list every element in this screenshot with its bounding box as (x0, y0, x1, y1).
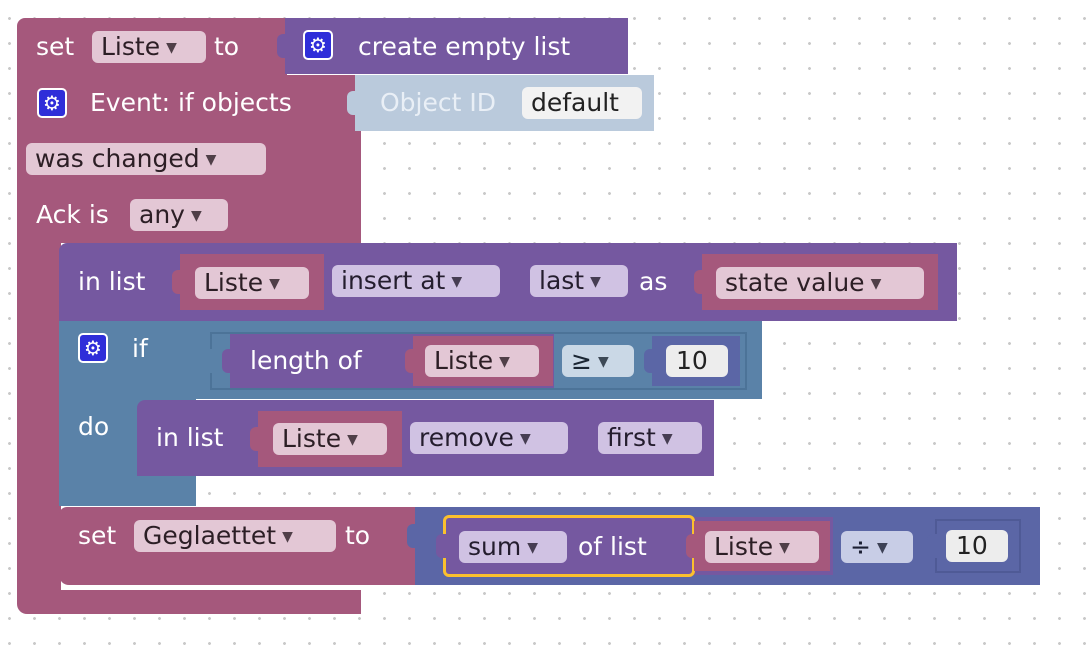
variable-dropdown-liste[interactable]: Liste ▼ (92, 31, 206, 63)
insert-mode-label: insert at (341, 266, 446, 295)
object-id-field[interactable]: default (522, 87, 642, 119)
to-keyword: to (345, 521, 371, 550)
input-connector (250, 427, 260, 451)
dropdown-arrow-icon: ▼ (499, 354, 510, 370)
object-id-label: Object ID (380, 88, 496, 117)
remove-position-label: first (607, 423, 656, 452)
gear-icon[interactable]: ⚙ (303, 30, 333, 60)
variable-dropdown-liste[interactable]: Liste ▼ (705, 531, 819, 563)
compare-operator-dropdown[interactable]: ≥▼ (562, 345, 634, 377)
in-list-keyword: in list (78, 267, 146, 296)
variable-dropdown-label: Geglaettet (143, 521, 277, 550)
remove-position-dropdown[interactable]: first ▼ (598, 422, 702, 454)
state-value-dropdown[interactable]: state value ▼ (716, 267, 924, 299)
ack-dropdown[interactable]: any ▼ (130, 199, 228, 231)
input-connector (172, 270, 182, 294)
variable-dropdown-liste[interactable]: Liste ▼ (195, 267, 309, 299)
input-connector (436, 534, 446, 558)
insert-position-dropdown[interactable]: last ▼ (530, 265, 628, 297)
insert-mode-dropdown[interactable]: insert at ▼ (332, 265, 500, 297)
input-connector (686, 534, 696, 558)
set-keyword: set (36, 32, 75, 61)
input-connector (277, 34, 287, 58)
in-list-keyword: in list (156, 423, 224, 452)
insert-position-label: last (539, 266, 585, 295)
dropdown-arrow-icon: ▼ (661, 431, 673, 447)
dropdown-arrow-icon: ▼ (205, 152, 217, 168)
input-connector (202, 349, 212, 373)
dropdown-arrow-icon: ▼ (870, 276, 882, 292)
do-keyword: do (78, 412, 110, 441)
set-keyword: set (78, 521, 117, 550)
event-block-left-arm (17, 243, 61, 593)
to-keyword: to (214, 32, 240, 61)
dropdown-arrow-icon: ▼ (527, 540, 539, 556)
divisor-number-field[interactable]: 10 (946, 530, 1008, 562)
condition-dropdown-label: was changed (35, 144, 200, 173)
length-of-label: length of (250, 346, 362, 375)
create-empty-list-label: create empty list (358, 32, 571, 61)
ack-label: Ack is (36, 200, 109, 229)
event-label: Event: if objects (90, 88, 292, 117)
dropdown-arrow-icon: ▼ (779, 540, 790, 556)
math-operator-label: ÷ (850, 532, 871, 561)
ack-dropdown-label: any (139, 200, 185, 229)
dropdown-arrow-icon: ▼ (166, 40, 177, 56)
variable-dropdown-liste[interactable]: Liste ▼ (273, 423, 387, 455)
remove-mode-dropdown[interactable]: remove ▼ (410, 422, 568, 454)
input-connector (405, 349, 415, 373)
variable-dropdown-label: Liste (434, 346, 494, 375)
create-empty-list-block[interactable] (285, 18, 628, 74)
variable-dropdown-liste[interactable]: Liste ▼ (425, 345, 539, 377)
condition-dropdown[interactable]: was changed ▼ (26, 143, 266, 175)
input-connector (644, 349, 654, 373)
sum-function-dropdown[interactable]: sum ▼ (459, 531, 567, 563)
input-connector (347, 91, 357, 115)
variable-dropdown-label: Liste (282, 424, 342, 453)
compare-operator-label: ≥ (571, 346, 592, 375)
dropdown-arrow-icon: ▼ (519, 431, 531, 447)
input-connector (407, 524, 417, 548)
of-list-label: of list (578, 532, 647, 561)
dropdown-arrow-icon: ▼ (590, 274, 601, 290)
state-value-label: state value (725, 268, 865, 297)
input-connector (222, 349, 232, 373)
dropdown-arrow-icon: ▼ (282, 529, 293, 545)
gear-icon[interactable]: ⚙ (78, 333, 108, 363)
input-connector (927, 534, 937, 558)
dropdown-arrow-icon: ▼ (451, 274, 463, 290)
dropdown-arrow-icon: ▼ (190, 208, 202, 224)
input-connector (694, 270, 704, 294)
as-keyword: as (639, 267, 668, 296)
sum-function-label: sum (468, 532, 522, 561)
math-operator-dropdown[interactable]: ÷▼ (841, 531, 913, 563)
variable-dropdown-label: Liste (101, 32, 161, 61)
dropdown-arrow-icon: ▼ (347, 432, 358, 448)
gear-icon[interactable]: ⚙ (37, 88, 67, 118)
event-block-bottom (17, 590, 361, 614)
variable-dropdown-label: Liste (204, 268, 264, 297)
threshold-number-field[interactable]: 10 (666, 345, 728, 377)
dropdown-arrow-icon: ▼ (269, 276, 280, 292)
variable-dropdown-label: Liste (714, 532, 774, 561)
variable-dropdown-geglaettet[interactable]: Geglaettet ▼ (134, 520, 336, 552)
remove-mode-label: remove (419, 423, 514, 452)
dropdown-arrow-icon: ▼ (597, 354, 609, 370)
if-keyword: if (132, 334, 148, 363)
dropdown-arrow-icon: ▼ (876, 540, 888, 556)
